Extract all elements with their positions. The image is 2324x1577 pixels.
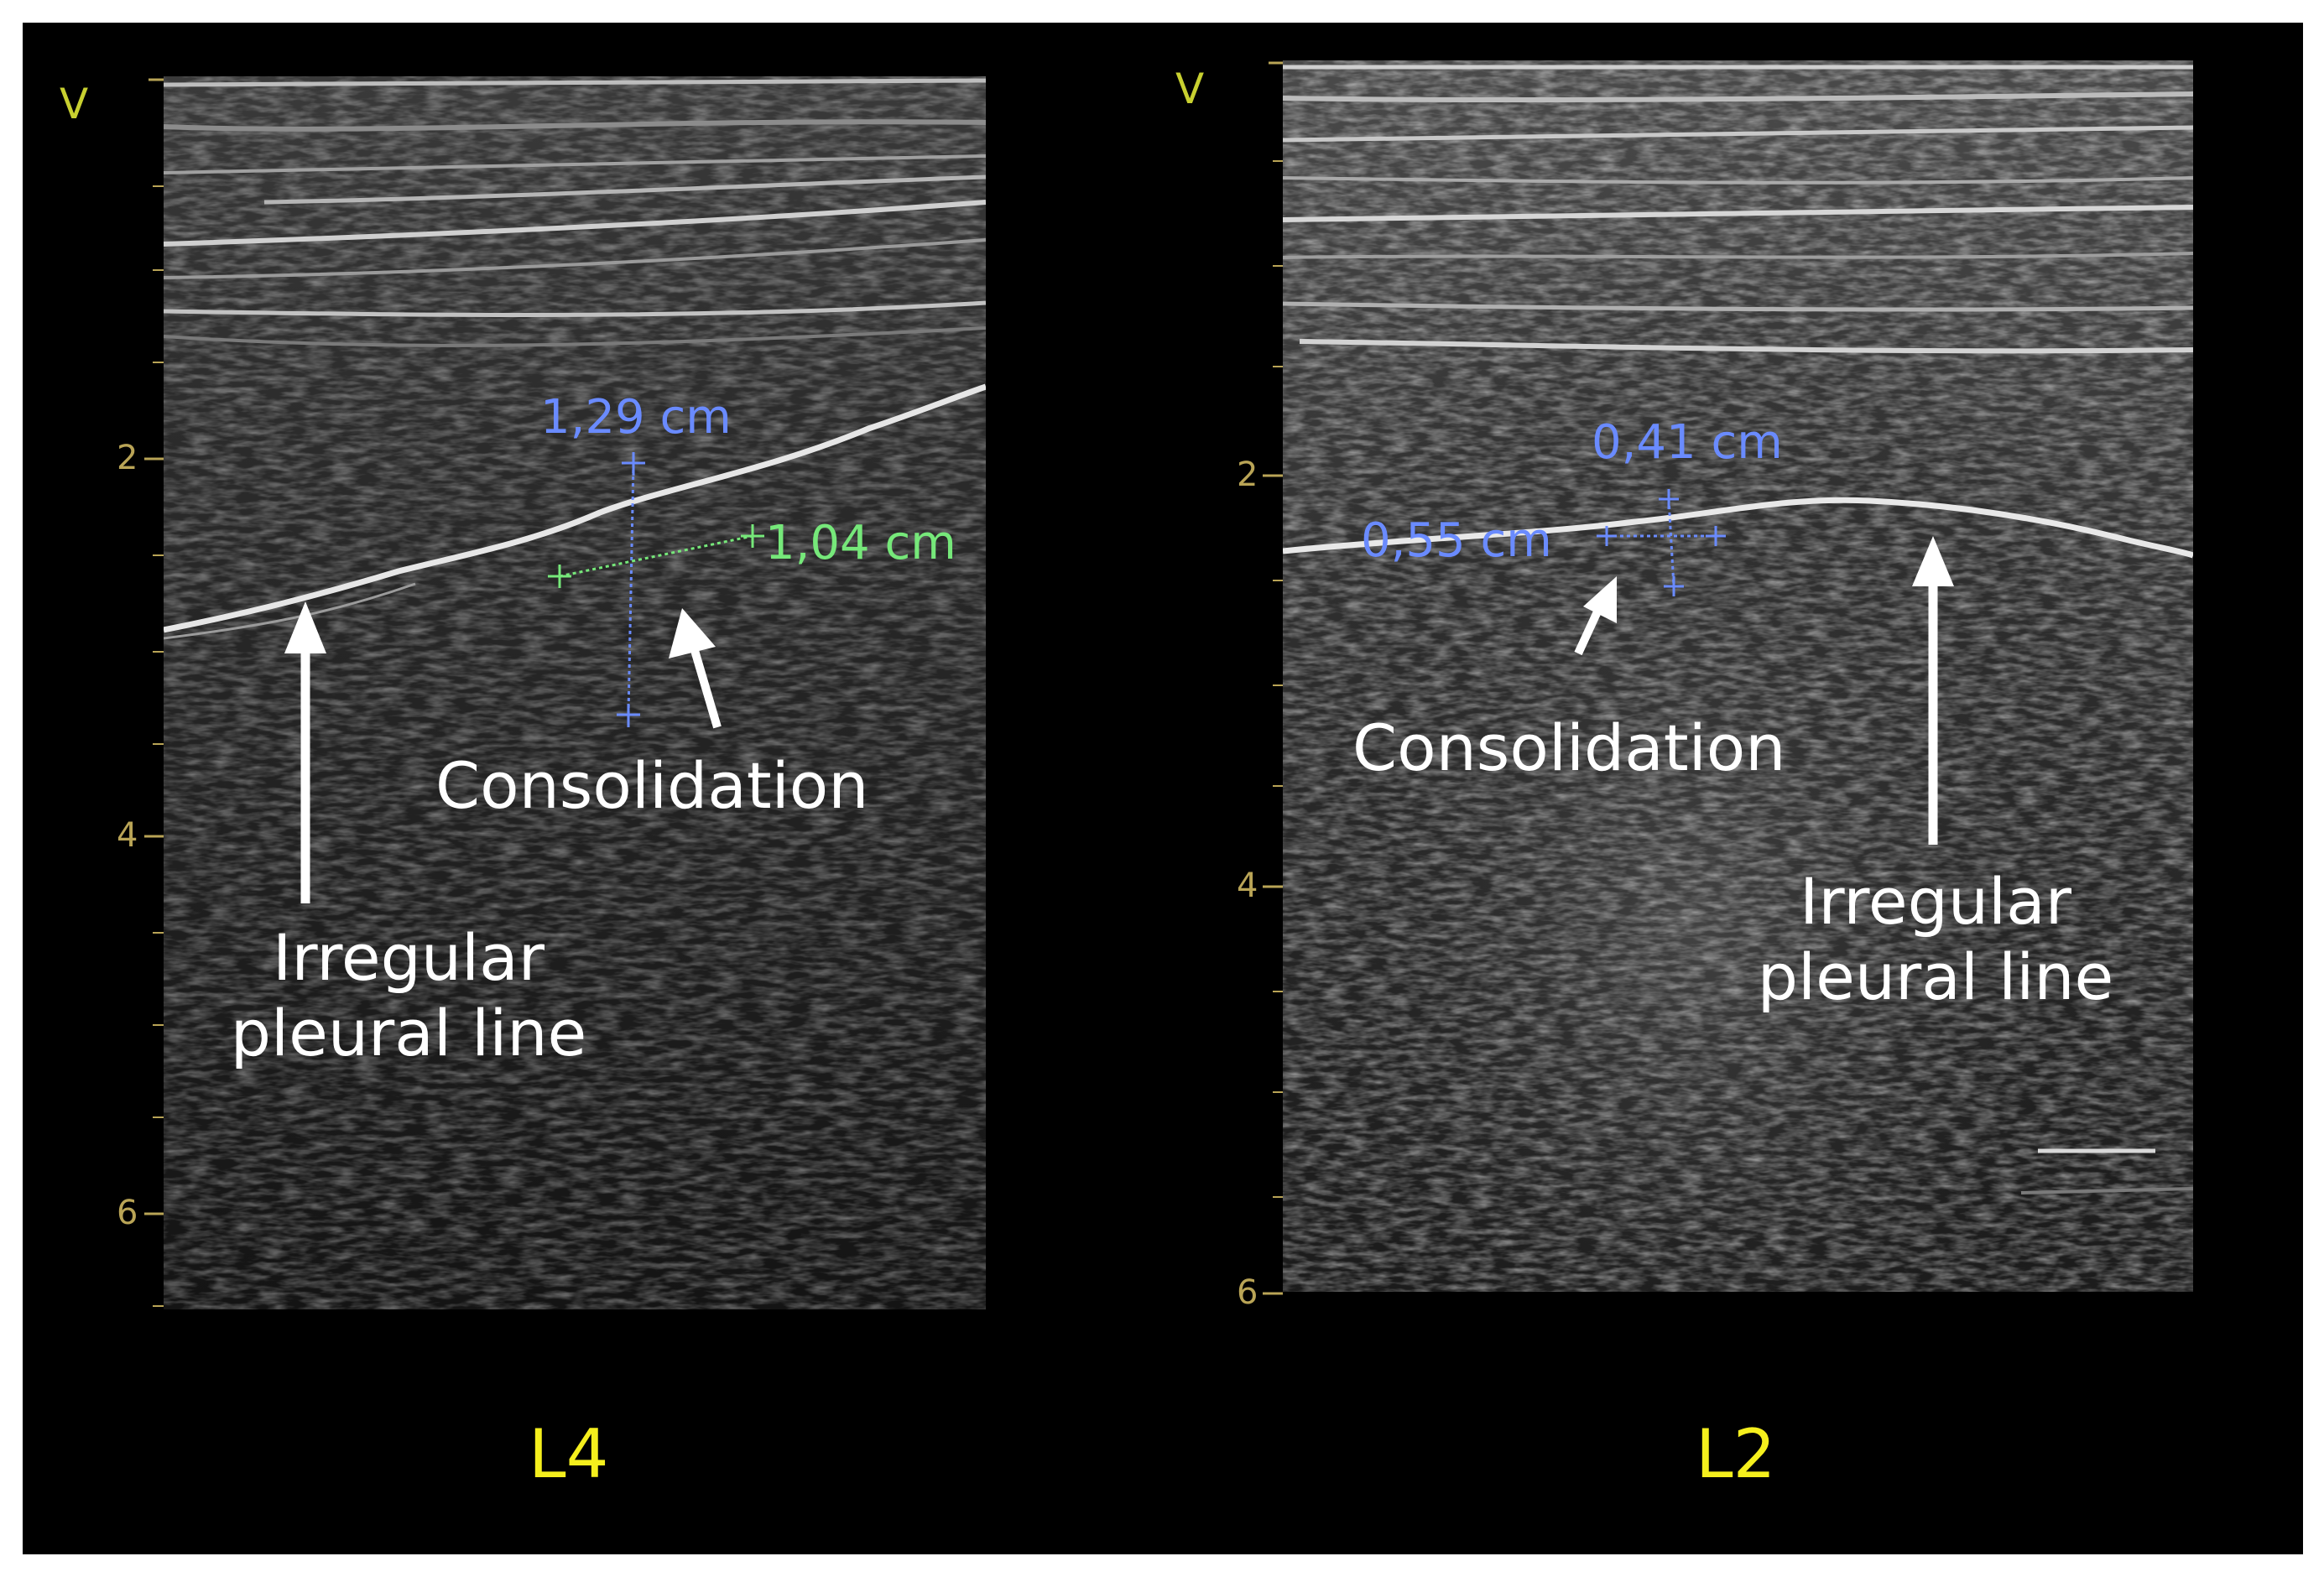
annotation-consolidation: Consolidation bbox=[1352, 710, 1786, 785]
annotation-irregular-pleural-line: Irregular pleural line bbox=[1709, 864, 2162, 1015]
depth-marker: V bbox=[1175, 65, 1205, 113]
caliper-vertical bbox=[1667, 498, 1675, 587]
depth-scale bbox=[1263, 61, 1283, 1295]
measurement-label: 1,04 cm bbox=[765, 516, 956, 570]
annotation-irregular-pleural-line: Irregular pleural line bbox=[182, 920, 635, 1071]
measurement-label: 0,55 cm bbox=[1361, 513, 1552, 568]
ultrasound-image-l2 bbox=[1283, 60, 2193, 1292]
measurement-label: 1,29 cm bbox=[540, 390, 732, 445]
measurement-label: 0,41 cm bbox=[1592, 415, 1783, 470]
arrow-pleural-l4 bbox=[284, 601, 326, 903]
annotation-line: Irregular bbox=[1799, 864, 2071, 939]
arrow-pleural-l2 bbox=[1912, 536, 1954, 845]
ultrasound-image-l4 bbox=[164, 76, 986, 1309]
annotation-line: pleural line bbox=[1757, 939, 2114, 1014]
panel-l2: V 2 4 6 bbox=[1122, 23, 2303, 1554]
panel-label: L2 bbox=[1696, 1415, 1776, 1493]
arrow-consolidation-l4 bbox=[669, 608, 722, 729]
caliper-vertical bbox=[627, 462, 635, 716]
caliper-horizontal bbox=[559, 534, 753, 578]
tick-label: 6 bbox=[117, 1194, 138, 1232]
tick-label: 2 bbox=[1237, 455, 1258, 494]
tick-label: 6 bbox=[1237, 1273, 1258, 1312]
tick-label: 4 bbox=[117, 816, 138, 855]
measurement-overlay bbox=[1574, 489, 1954, 845]
tick-label: 4 bbox=[1237, 867, 1258, 905]
ultrasound-figure: V 2 4 6 bbox=[23, 23, 2303, 1554]
annotation-line: pleural line bbox=[230, 996, 587, 1070]
annotation-consolidation: Consolidation bbox=[435, 748, 869, 823]
annotation-line: Irregular bbox=[272, 920, 545, 995]
depth-scale bbox=[144, 78, 164, 1307]
tick-label: 2 bbox=[117, 439, 138, 477]
measurement-overlay bbox=[284, 452, 764, 903]
panel-l4: V 2 4 6 bbox=[23, 23, 1113, 1554]
panel-label: L4 bbox=[529, 1415, 609, 1493]
depth-marker: V bbox=[60, 80, 89, 128]
arrow-consolidation-l2 bbox=[1574, 576, 1617, 656]
